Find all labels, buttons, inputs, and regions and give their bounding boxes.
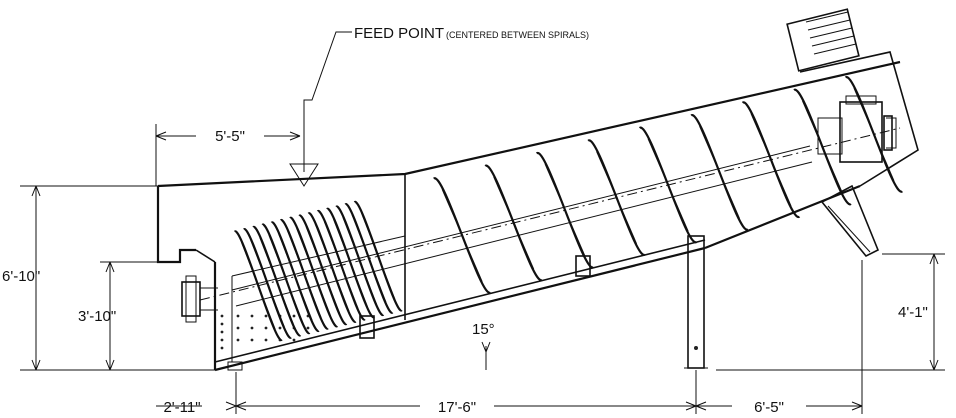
dim-left-overhang: 2'-11" — [163, 399, 200, 416]
dim-discharge-height: 4'-1" — [898, 304, 928, 321]
dim-overall-height: 6'-10" — [2, 268, 40, 285]
feed-point-label: FEED POINT — [354, 25, 444, 42]
flight-dewater-6-inner — [699, 126, 740, 219]
flight-wash-9-inner — [314, 223, 350, 312]
flight-dewater-8-inner — [802, 100, 843, 194]
flight-dewater-7-inner — [750, 113, 792, 207]
flight-dewater-9-inner — [853, 88, 895, 181]
dim-incline-angle: 15° — [472, 321, 495, 338]
screw-shaft — [199, 127, 901, 307]
flight-wash-5-inner — [277, 232, 313, 321]
flight-wash-7-inner — [296, 228, 331, 316]
feed-point-note: (CENTERED BETWEEN SPIRALS) — [446, 30, 589, 40]
dimension-lines — [20, 124, 945, 414]
flight-dewater-1-inner — [441, 189, 483, 282]
flight-wash-6-inner — [287, 230, 322, 319]
machine-body — [156, 8, 919, 372]
flight-dewater-3-inner — [544, 163, 586, 257]
flight-dewater-5-inner — [647, 138, 689, 232]
flight-wash-11-inner — [333, 219, 368, 307]
flight-wash-4-inner — [268, 235, 304, 323]
dim-support-span: 17'-6" — [438, 399, 476, 416]
flight-wash-10-inner — [323, 221, 359, 310]
feed-point-indicator — [289, 31, 352, 187]
flight-wash-1-inner — [240, 241, 276, 330]
flight-dewater-4-inner — [596, 151, 638, 244]
support-leg — [684, 235, 708, 369]
flight-wash-12-inner — [342, 216, 378, 305]
screen-perforation — [220, 314, 310, 350]
flight-wash-8-inner — [305, 226, 341, 314]
screw-flights-dewater-section — [432, 76, 904, 294]
flight-wash-14-inner — [360, 212, 396, 300]
dim-right-overhang: 6'-5" — [754, 399, 784, 416]
screw-flights-wash-section — [233, 201, 403, 341]
flight-wash-2-inner — [250, 239, 285, 328]
dim-inlet-height: 3'-10" — [78, 308, 116, 325]
flight-wash-3-inner — [259, 237, 295, 325]
flight-dewater-2-inner — [493, 176, 535, 270]
dim-feed-offset: 5'-5" — [215, 128, 245, 145]
flight-wash-13-inner — [351, 214, 387, 303]
